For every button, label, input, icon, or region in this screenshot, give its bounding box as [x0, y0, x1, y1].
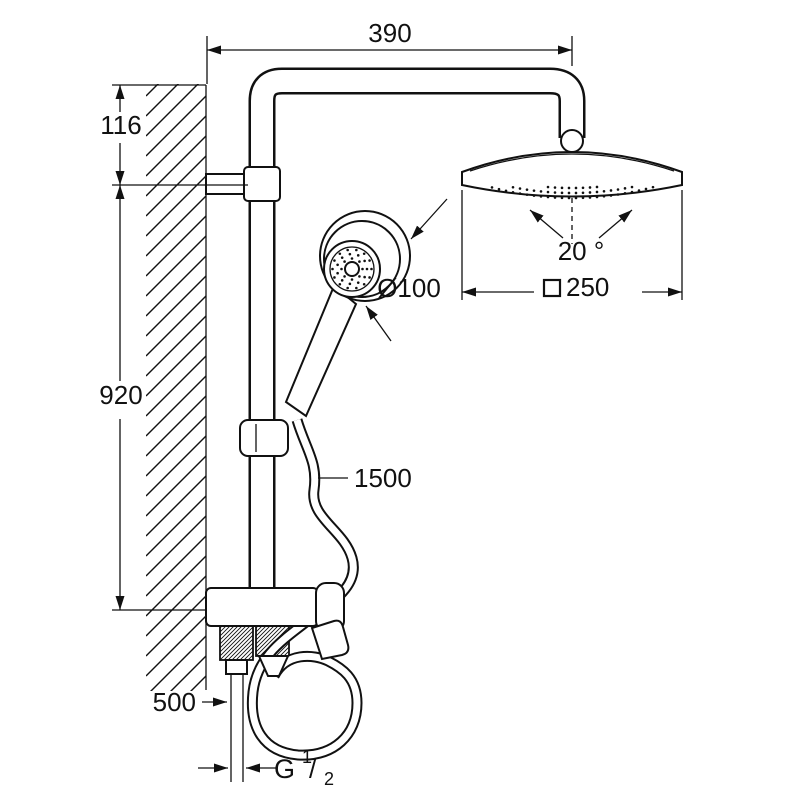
slider-holder	[239, 419, 289, 457]
supply-nut	[219, 625, 254, 661]
supply-neck	[225, 659, 248, 675]
hand-shower-nozzles	[331, 248, 373, 290]
dim-hand-shower-diameter-label: Ø100	[377, 273, 441, 303]
dim-head-size-label: 250	[566, 272, 609, 302]
head-shower	[461, 151, 683, 198]
dim-head-angle-label: 20 °	[558, 236, 605, 266]
shower-hose-inner	[248, 418, 361, 759]
hand-shower-handle	[284, 284, 358, 418]
square-symbol-icon	[542, 278, 562, 298]
dimension-annotations: 390 116 920 Ø100 250 20 ° 1500 500	[99, 18, 683, 789]
head-shower-dome-line	[469, 153, 675, 172]
dim-top-width-label: 390	[368, 18, 411, 48]
dim-bottom-label: 500	[153, 687, 196, 717]
shower-rail-inner	[251, 70, 583, 600]
thread-prefix-label: G	[274, 754, 295, 784]
dim-upper-height-label: 116	[100, 110, 141, 140]
head-ball-joint	[560, 129, 584, 153]
thread-denominator-label: 2	[324, 769, 334, 789]
hand-shower-face-center	[344, 261, 360, 277]
wall-hatching	[146, 84, 206, 691]
hose-cone	[257, 655, 290, 677]
rail-collar	[243, 166, 281, 202]
head-shower-nozzles	[490, 185, 655, 200]
mixer-body	[205, 587, 319, 627]
thread-numerator-label: 1	[302, 747, 312, 767]
diverter-lever	[310, 619, 350, 661]
dim-rail-height-label: 920	[99, 380, 142, 410]
hand-shower-face-ring	[329, 246, 375, 292]
thread-separator-label: /	[309, 754, 317, 784]
dim-hose-length-label: 1500	[354, 463, 412, 493]
